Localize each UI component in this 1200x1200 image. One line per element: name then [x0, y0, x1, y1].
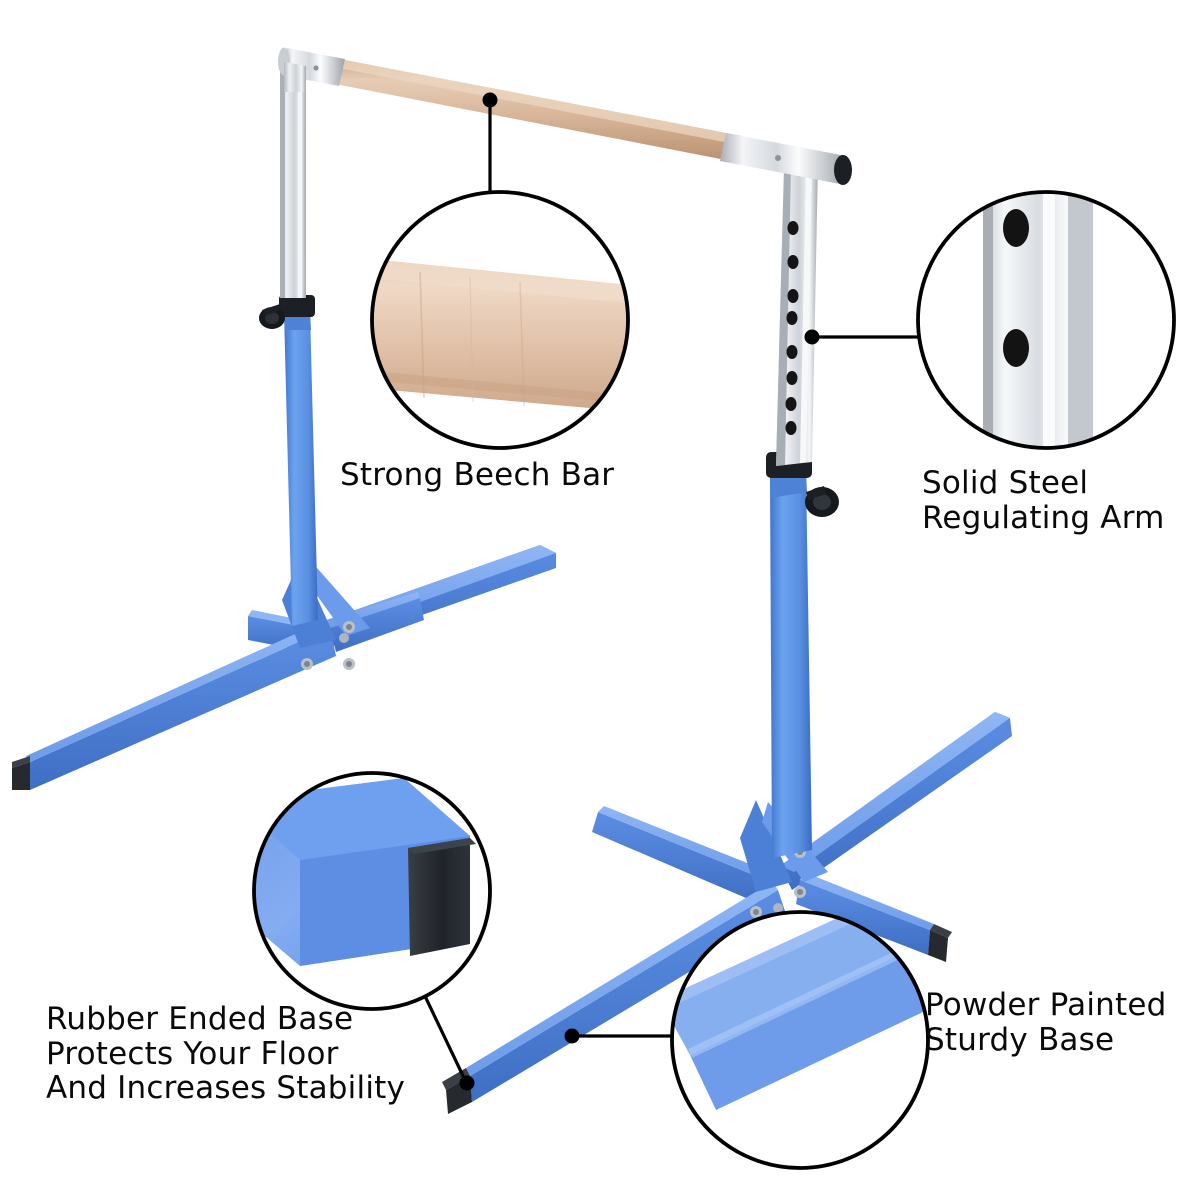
- callout-anchor-dot: [564, 1028, 580, 1044]
- callout-label-steel-arm: Solid Steel Regulating Arm: [922, 465, 1165, 536]
- right-post: [766, 163, 839, 858]
- right-aluminum-sleeve: [720, 133, 846, 184]
- callout-anchor-dot: [459, 1075, 475, 1091]
- callout-steel-arm: [804, 190, 1176, 450]
- right-post-blue-tube: [770, 472, 812, 858]
- left-post-blue-tube: [284, 312, 318, 626]
- callout-rubber-base: [252, 771, 492, 1091]
- left-cross-base: [12, 545, 556, 790]
- callout-powder-base: [564, 910, 930, 1170]
- callout-circle-frame: [370, 190, 630, 450]
- callout-label-rubber-base: Rubber Ended Base Protects Your Floor An…: [46, 1001, 406, 1107]
- callout-label-powder-base: Powder Painted Sturdy Base: [925, 987, 1167, 1058]
- rubber-foot-left: [12, 762, 30, 790]
- adjustment-holes: [785, 221, 799, 435]
- callout-zoom-content: [919, 193, 1173, 447]
- callout-circle-frame: [252, 771, 492, 1011]
- bar-end-cap: [834, 155, 852, 185]
- left-post-collar: [279, 295, 315, 317]
- callout-anchor-dot: [482, 92, 498, 108]
- callout-circle-frame: [670, 910, 930, 1170]
- left-post: [259, 60, 318, 626]
- callout-circle-frame: [916, 190, 1176, 450]
- callout-beech-bar: [370, 92, 630, 450]
- crossbar-assembly: [278, 47, 852, 185]
- callout-zoom-content: [673, 913, 927, 1167]
- callout-anchor-dot: [804, 329, 820, 345]
- rubber-foot-right: [928, 930, 948, 962]
- callout-zoom-content: [254, 773, 490, 1009]
- callout-zoom-content: [373, 193, 627, 447]
- callout-label-beech-bar: Strong Beech Bar: [340, 457, 615, 493]
- callout-leader-line: [422, 993, 467, 1081]
